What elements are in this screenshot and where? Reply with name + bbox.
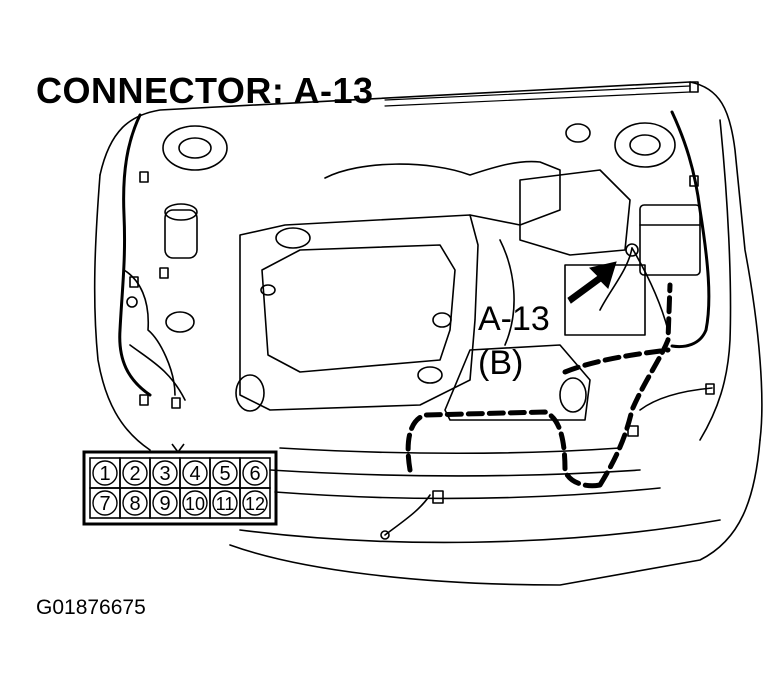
horn-left <box>235 374 265 412</box>
pin-label-7: 7 <box>99 493 110 515</box>
strut-tower-right-inner <box>629 134 661 156</box>
pin-circle-8 <box>122 490 148 516</box>
harness-highlight-front <box>405 409 603 489</box>
engine-bolt-2 <box>432 312 452 328</box>
bumper-line-1 <box>269 469 641 477</box>
pin-circle-10 <box>182 490 208 516</box>
pin-circle-4 <box>182 460 208 486</box>
pin-circle-6 <box>242 460 268 486</box>
pin-circle-12 <box>242 490 268 516</box>
connector-left-5 <box>171 397 181 409</box>
figure-id: G01876675 <box>36 596 146 619</box>
engine-bolt-1 <box>260 284 276 296</box>
connector-left-4 <box>139 394 149 406</box>
harness-right-main <box>670 110 711 349</box>
intake-duct <box>324 160 561 226</box>
connector-left-3 <box>159 267 169 279</box>
harness-highlight-right <box>597 282 673 488</box>
title-leader-line-2 <box>384 91 691 107</box>
connector-right-lower <box>627 425 639 437</box>
reservoir-left-cap <box>164 203 198 221</box>
air-hose <box>499 239 515 346</box>
body-outline-lower <box>229 439 761 586</box>
connector-left-1 <box>139 171 149 183</box>
pin-label-11: 11 <box>216 494 235 514</box>
ground-left <box>126 296 138 308</box>
connector-callout-variant: (B) <box>478 344 524 382</box>
pin-circle-3 <box>152 460 178 486</box>
harness-left-branch-2 <box>129 344 186 401</box>
harness-lower-lead <box>384 494 431 536</box>
pin-label-3: 3 <box>159 463 170 485</box>
pin-label-9: 9 <box>159 493 170 515</box>
harness-left-branch <box>123 269 176 396</box>
oil-cap <box>275 227 311 249</box>
bumper-line-4 <box>279 447 621 455</box>
pin-label-12: 12 <box>245 494 265 514</box>
pin-circle-11 <box>212 490 238 516</box>
hood-outline <box>99 81 763 441</box>
pin-label-8: 8 <box>129 493 140 515</box>
pin-label-1: 1 <box>99 463 110 485</box>
pin-label-10: 10 <box>185 494 205 514</box>
cap-top-center <box>565 123 591 143</box>
connector-right-2 <box>689 81 699 93</box>
pin-circle-7 <box>92 490 118 516</box>
connector-a13-lead <box>599 247 633 311</box>
strut-tower-left <box>162 125 228 171</box>
bumper-line-3 <box>239 519 721 544</box>
pin-label-6: 6 <box>249 463 260 485</box>
title-leader-line <box>384 85 691 101</box>
pin-circle-9 <box>152 490 178 516</box>
horn-right <box>559 377 587 413</box>
reservoir-left <box>164 209 198 259</box>
pin-cell-12 <box>239 487 271 519</box>
strut-tower-right <box>614 122 676 168</box>
bumper-line-2 <box>274 487 661 500</box>
pin-label-4: 4 <box>189 463 200 485</box>
battery <box>639 204 701 276</box>
harness-left-main <box>118 113 152 397</box>
connector-a13-plug <box>625 243 639 257</box>
fog-mount <box>417 366 443 384</box>
diagram-title: CONNECTOR: A-13 <box>36 70 374 111</box>
pin-circle-5 <box>212 460 238 486</box>
pin-label-5: 5 <box>219 463 230 485</box>
terminal-lower <box>380 530 390 540</box>
radiator-shroud <box>444 344 591 421</box>
harness-right-lower <box>639 387 713 411</box>
engine-cover-inner <box>261 244 456 373</box>
harness-highlight-cross <box>562 347 671 375</box>
strut-tower-left-inner <box>178 137 212 159</box>
reservoir-left-lower <box>165 311 195 333</box>
connector-callout-id: A-13 <box>478 300 550 338</box>
pointer-arrow <box>567 261 617 304</box>
air-cleaner <box>519 169 631 256</box>
fender-left <box>93 174 151 451</box>
connector-lower-1 <box>432 490 444 504</box>
fender-right-inner <box>699 119 732 441</box>
connector-housing <box>82 450 278 526</box>
connector-left-2 <box>129 276 139 288</box>
harness-right-branch <box>631 247 669 331</box>
connector-right-1 <box>689 175 699 187</box>
pin-circle-2 <box>122 460 148 486</box>
pin-circle-1 <box>92 460 118 486</box>
pin-label-2: 2 <box>129 463 140 485</box>
